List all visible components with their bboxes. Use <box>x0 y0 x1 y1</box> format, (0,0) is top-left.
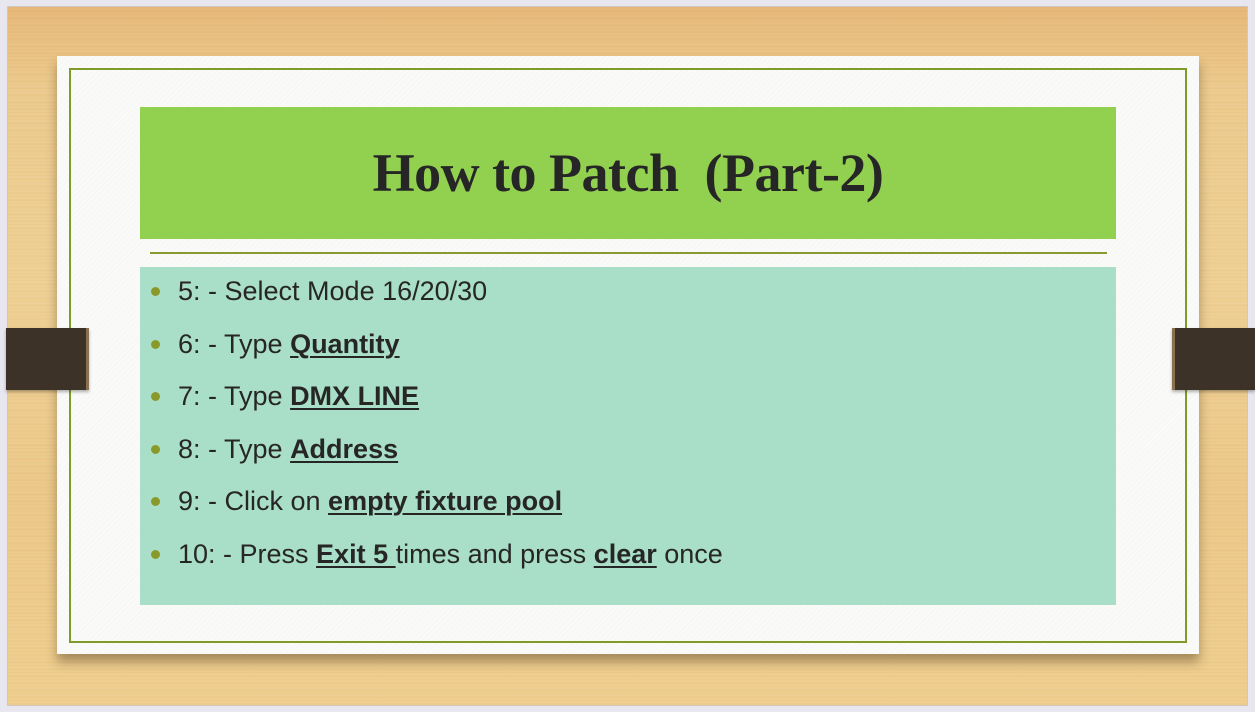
slide-title: How to Patch (Part-2) <box>372 143 884 203</box>
title-banner: How to Patch (Part-2) <box>140 107 1116 239</box>
bullet-list: 5: - Select Mode 16/20/30 6: - Type Quan… <box>140 275 1116 590</box>
bullet-item-9: 9: - Click on empty fixture pool <box>140 485 1116 538</box>
bullet-dot-icon <box>151 444 160 454</box>
bullet-dot-icon <box>151 339 160 349</box>
emphasis-empty-fixture-pool: empty fixture pool <box>328 486 563 516</box>
emphasis-address: Address <box>290 433 399 464</box>
title-divider <box>150 252 1107 254</box>
right-binder-clip <box>1172 328 1255 390</box>
bullet-item-5: 5: - Select Mode 16/20/30 <box>140 275 1116 328</box>
bullet-dot-icon <box>151 392 160 401</box>
bullet-text: 5: - Select Mode 16/20/30 <box>178 276 488 306</box>
emphasis-dmx-line: DMX LINE <box>290 381 420 411</box>
bullet-text: 9: - Click on <box>178 486 329 516</box>
bullet-dot-icon <box>151 549 160 559</box>
emphasis-clear: clear <box>593 538 657 569</box>
bullet-item-8: 8: - Type Address <box>140 433 1116 486</box>
bullet-text-suffix: once <box>656 538 723 569</box>
left-binder-clip <box>6 328 89 390</box>
content-box: 5: - Select Mode 16/20/30 6: - Type Quan… <box>140 267 1116 605</box>
bullet-item-10: 10: - Press Exit 5 times and press clear… <box>140 538 1116 591</box>
bullet-text: 8: - Type <box>178 433 291 464</box>
emphasis-quantity: Quantity <box>290 328 400 359</box>
bullet-text: 6: - Type <box>178 328 291 359</box>
bullet-item-6: 6: - Type Quantity <box>140 328 1116 381</box>
bullet-text: 7: - Type <box>178 381 291 411</box>
bullet-text-mid: times and press <box>395 538 594 569</box>
emphasis-exit-5: Exit 5 <box>316 538 396 569</box>
bullet-item-7: 7: - Type DMX LINE <box>140 380 1116 433</box>
bullet-text: 10: - Press <box>178 538 317 569</box>
bullet-dot-icon <box>151 287 160 296</box>
bullet-dot-icon <box>151 497 160 506</box>
